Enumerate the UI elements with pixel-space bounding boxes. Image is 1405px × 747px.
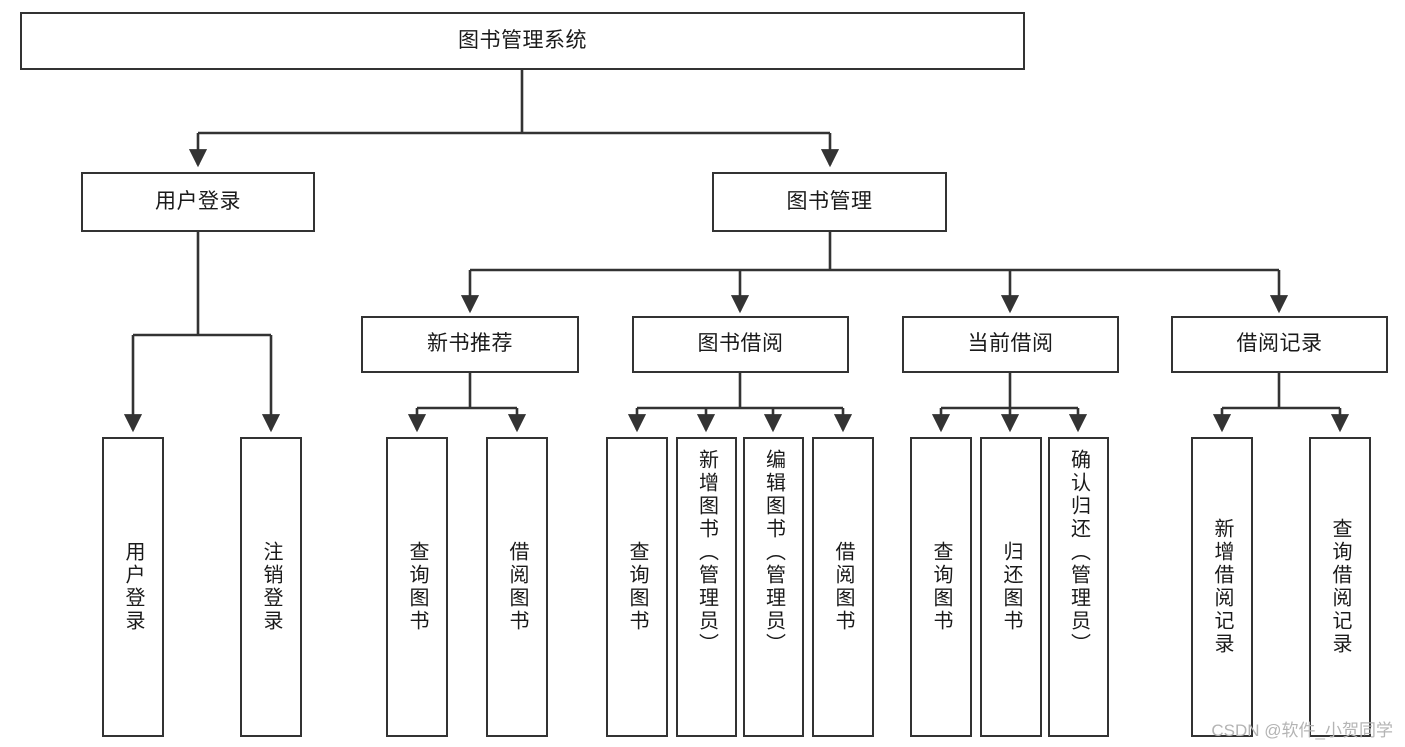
node-leaf-record-add[interactable]: 新增借阅记录	[1191, 437, 1253, 737]
node-borrow-record-label: 借阅记录	[1236, 332, 1323, 356]
node-current-borrow[interactable]: 当前借阅	[902, 316, 1119, 373]
node-leaf-rec-query[interactable]: 查询图书	[386, 437, 448, 737]
node-leaf-user-login[interactable]: 用户登录	[102, 437, 164, 737]
node-user-login[interactable]: 用户登录	[81, 172, 315, 232]
node-leaf-cur-return[interactable]: 归还图书	[980, 437, 1042, 737]
node-leaf-rec-query-label: 查询图书	[406, 541, 428, 633]
node-leaf-rec-borrow-label: 借阅图书	[506, 541, 528, 633]
node-leaf-record-add-label: 新增借阅记录	[1211, 518, 1233, 656]
node-root-label: 图书管理系统	[458, 28, 587, 52]
node-book-management-label: 图书管理	[786, 189, 873, 213]
node-leaf-borrow-borrow-label: 借阅图书	[832, 541, 854, 633]
node-book-borrow-label: 图书借阅	[697, 332, 784, 356]
node-leaf-borrow-add[interactable]: 新增图书（管理员）	[676, 437, 737, 737]
node-new-book-recommend-label: 新书推荐	[427, 332, 513, 356]
node-leaf-rec-borrow[interactable]: 借阅图书	[486, 437, 548, 737]
node-leaf-record-query[interactable]: 查询借阅记录	[1309, 437, 1371, 737]
node-book-management[interactable]: 图书管理	[712, 172, 947, 232]
watermark-text: CSDN @软件_小贺同学	[1211, 721, 1393, 740]
node-root[interactable]: 图书管理系统	[20, 12, 1025, 70]
node-leaf-borrow-query-label: 查询图书	[626, 541, 648, 633]
node-borrow-record[interactable]: 借阅记录	[1171, 316, 1388, 373]
node-leaf-cur-return-label: 归还图书	[1000, 541, 1022, 633]
node-leaf-cur-query-label: 查询图书	[930, 541, 952, 633]
node-leaf-cur-query[interactable]: 查询图书	[910, 437, 972, 737]
node-leaf-borrow-borrow[interactable]: 借阅图书	[812, 437, 874, 737]
node-leaf-borrow-query[interactable]: 查询图书	[606, 437, 668, 737]
node-new-book-recommend[interactable]: 新书推荐	[361, 316, 579, 373]
node-leaf-user-login-label: 用户登录	[122, 541, 144, 633]
node-current-borrow-label: 当前借阅	[967, 332, 1054, 356]
node-leaf-borrow-add-label: 新增图书（管理员）	[695, 449, 718, 656]
node-leaf-logout-label: 注销登录	[260, 541, 282, 633]
node-user-login-label: 用户登录	[155, 189, 241, 213]
node-leaf-borrow-edit[interactable]: 编辑图书（管理员）	[743, 437, 804, 737]
node-leaf-logout[interactable]: 注销登录	[240, 437, 302, 737]
node-leaf-cur-confirm-label: 确认归还（管理员）	[1067, 449, 1090, 656]
node-leaf-cur-confirm[interactable]: 确认归还（管理员）	[1048, 437, 1109, 737]
node-leaf-borrow-edit-label: 编辑图书（管理员）	[762, 449, 785, 656]
node-leaf-record-query-label: 查询借阅记录	[1329, 518, 1351, 656]
node-book-borrow[interactable]: 图书借阅	[632, 316, 849, 373]
